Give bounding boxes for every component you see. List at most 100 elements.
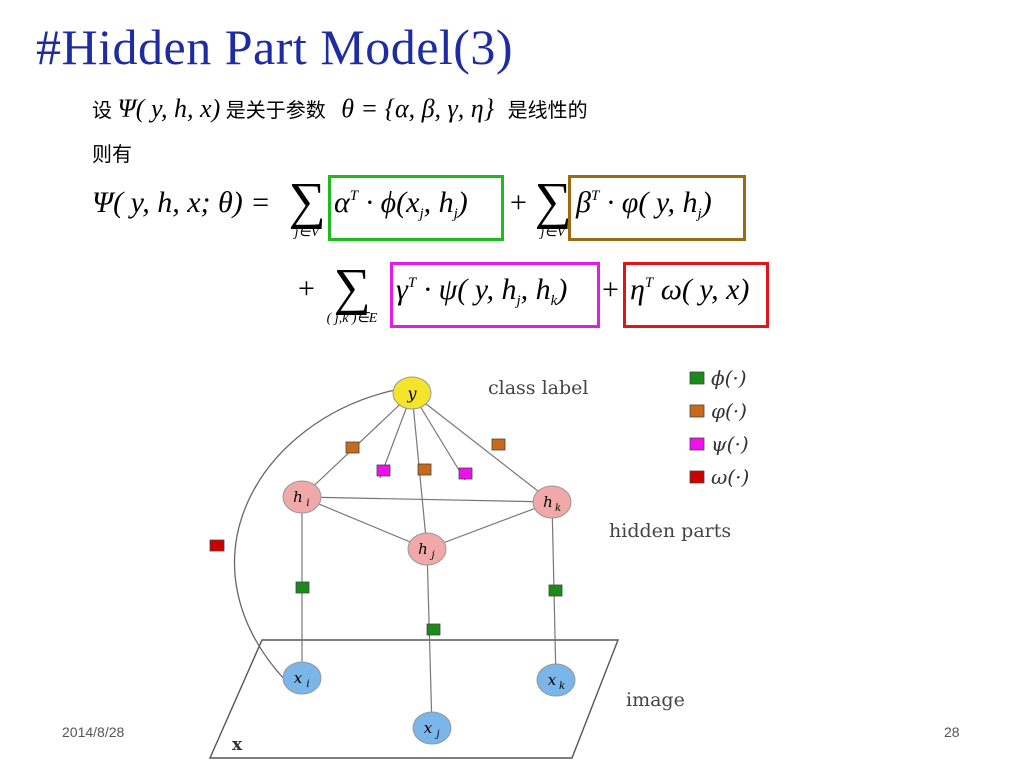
node-hj-sub: j <box>429 550 434 561</box>
legend-label-0: ϕ(·) <box>711 366 747 390</box>
term-beta-sup: T <box>590 188 600 204</box>
node-xk: x k <box>536 663 576 697</box>
node-xj-sub: j <box>434 729 439 740</box>
legend-label-1: φ(·) <box>711 399 747 423</box>
node-hi: h i <box>282 480 322 514</box>
term-gamma-symbol: γ <box>396 273 408 306</box>
intro-line: 设 Ψ( y, h, x) 是关于参数 θ = {α, β, γ, η} 是线性… <box>92 94 588 124</box>
node-xj: x j <box>412 711 452 745</box>
sum-1-sign: ∑ <box>288 173 326 230</box>
factor-psi-hj-hk <box>458 467 473 480</box>
edge-hk-hj <box>426 501 553 550</box>
red-term-box <box>623 262 769 328</box>
legend-label-3: ω(·) <box>711 465 749 489</box>
term-gamma-close: ) <box>557 273 568 306</box>
then-text: 则有 <box>92 142 132 166</box>
intro-function: Ψ( y, h, x) <box>117 94 221 123</box>
label-class: class label <box>488 377 588 399</box>
legend: ϕ(·) φ(·) ψ(·) ω(·) <box>689 366 749 489</box>
intro-prefix: 设 <box>92 98 112 122</box>
node-hk: h k <box>532 485 572 519</box>
green-term-box <box>328 175 504 241</box>
term-gamma-sup: T <box>407 275 417 291</box>
node-xk-sub: k <box>559 681 565 692</box>
edge-hi-hk <box>301 496 553 503</box>
legend-swatch-2 <box>689 437 705 451</box>
edge-y-hk <box>411 392 553 503</box>
factor-phi-y-hj <box>417 463 432 476</box>
legend-swatch-0 <box>689 371 705 385</box>
term-alpha-sup: T <box>349 188 359 204</box>
node-hk-sub: k <box>555 503 561 514</box>
slide-title: #Hidden Part Model(3) <box>36 19 514 75</box>
edge-hi-hj <box>301 496 428 550</box>
term-gamma-mid: , h <box>520 273 551 306</box>
term-alpha-sub-b: j <box>453 206 458 222</box>
node-hi-sub: i <box>306 498 309 509</box>
sum-3-sign: ∑ <box>333 259 371 316</box>
node-hk-label: h <box>543 493 553 511</box>
term-gamma-rest: · ψ( y, h <box>423 273 517 306</box>
term-beta-rest: · φ( y, h <box>606 186 698 219</box>
edge-hj-xj <box>426 548 433 729</box>
node-xi-label: x <box>294 669 303 687</box>
sum-2-sign: ∑ <box>534 173 572 230</box>
factor-alpha-xi-hi <box>295 581 310 594</box>
term-alpha-mid: , h <box>423 186 454 219</box>
term-gamma: γT · ψ( y, hj, hk) <box>396 273 567 310</box>
plus-1: + <box>510 186 527 219</box>
factor-phi-y-hi <box>345 441 360 454</box>
term-eta-rest: ω( y, x) <box>660 273 750 306</box>
term-beta-close: ) <box>701 186 712 219</box>
term-beta-sub: j <box>697 206 702 222</box>
term-alpha-sub-a: j <box>419 206 424 222</box>
factor-omega-y-x <box>209 539 225 552</box>
sum-1: ∑ j∈V <box>284 176 330 241</box>
legend-label-2: ψ(·) <box>711 432 749 456</box>
factor-alpha-xk-hk <box>548 584 563 597</box>
legend-swatch-1 <box>689 404 705 418</box>
term-gamma-sub-b: k <box>550 293 558 309</box>
sum-3-index: ( j,k )∈E <box>326 311 378 326</box>
node-y: y <box>392 376 432 410</box>
label-hidden-parts: hidden parts <box>609 520 731 542</box>
term-eta-sup: T <box>644 275 654 291</box>
magenta-term-box <box>390 262 600 328</box>
image-plane <box>208 639 620 759</box>
term-alpha-rest: · ϕ(x <box>365 186 420 219</box>
term-eta: ηT ω( y, x) <box>630 273 749 307</box>
brown-term-box <box>568 175 746 241</box>
sum-2: ∑ j∈V <box>530 176 576 241</box>
term-eta-symbol: η <box>630 273 645 306</box>
intro-suffix: 是线性的 <box>507 98 588 122</box>
plus-3: + <box>602 273 619 306</box>
node-y-label: y <box>406 384 417 403</box>
node-hi-label: h <box>293 488 303 506</box>
legend-swatch-3 <box>689 470 705 484</box>
node-xj-label: x <box>424 719 433 737</box>
node-xi: x i <box>282 661 322 695</box>
factor-phi-y-hk <box>491 438 506 451</box>
page-number: 28 <box>944 724 960 740</box>
term-alpha-symbol: α <box>334 186 350 219</box>
term-beta: βT · φ( y, hj) <box>576 186 712 223</box>
node-hj: h j <box>407 532 447 566</box>
footer-date: 2014/8/28 <box>62 724 125 740</box>
term-beta-symbol: β <box>576 186 591 219</box>
term-gamma-sub-a: j <box>516 293 521 309</box>
sum-3: ∑ ( j,k )∈E <box>316 262 388 327</box>
equation-lhs: Ψ( y, h, x; θ) = <box>92 186 271 219</box>
node-xk-label: x <box>548 671 557 689</box>
term-alpha-close: ) <box>457 186 468 219</box>
factor-alpha-xj-hj <box>426 623 441 636</box>
intro-mid: 是关于参数 <box>225 98 326 122</box>
sum-2-index: j∈V <box>540 225 566 240</box>
factor-psi-hi-hj <box>376 464 391 477</box>
label-image: image <box>626 689 685 711</box>
y-xi-arc <box>233 389 396 681</box>
sum-1-index: j∈V <box>294 225 320 240</box>
node-hj-label: h <box>418 540 428 558</box>
intro-params: θ = {α, β, γ, η} <box>341 94 495 123</box>
